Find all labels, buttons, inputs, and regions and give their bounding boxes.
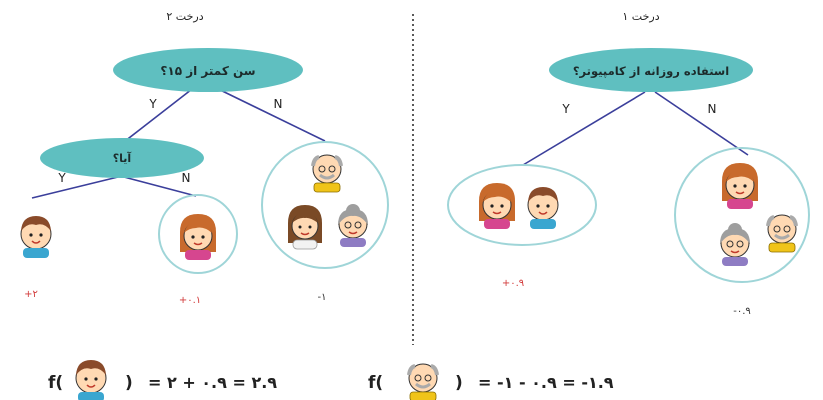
formula-boy-face: [75, 359, 107, 400]
tree1-edge-yes: [522, 91, 646, 166]
tree2-leaf-family-woman: [287, 204, 323, 250]
tree1-leaf-right-grandpa: [766, 213, 798, 254]
boy-icon: [20, 215, 52, 259]
tree1-title: درخت ۱: [622, 10, 659, 23]
formula-boy-prefix: f(: [48, 373, 63, 393]
tree2-root-node: [113, 48, 303, 92]
tree2-edge-sub-yes: [31, 176, 119, 199]
tree2-sub-yes-label: Y: [57, 171, 66, 185]
tree1-leaf-right-ring: [674, 147, 810, 283]
tree1-leaf-left-ring: [447, 164, 597, 246]
tree2-leaf-boy-score: +۲: [24, 289, 38, 300]
girl-icon: [179, 213, 217, 261]
tree2-sub-no-label: N: [182, 171, 191, 185]
formula-grandpa-prefix: f(: [368, 373, 383, 393]
formula-grandpa-expression: = -۱ - ۰.۹ = -۱.۹: [478, 373, 614, 392]
tree2-edge-sub-no: [123, 176, 197, 197]
formula-grandpa-suffix: ): [455, 373, 463, 393]
tree1-leaf-right-score: -۰.۹: [733, 306, 751, 317]
girl-icon: [721, 162, 759, 210]
formula-grandpa-face: [407, 362, 439, 400]
tree2-edge-root-yes: [119, 85, 197, 146]
tree1-edge-no: [654, 91, 749, 156]
tree1-leaf-left-boy: [527, 186, 559, 230]
tree2-sub-node: [40, 138, 204, 178]
tree1-leaf-left-score: +۰.۹: [502, 278, 524, 289]
tree2-edge-root-no: [211, 85, 326, 142]
tree2-leaf-family-grandma: [337, 203, 369, 248]
woman-icon: [287, 204, 323, 250]
tree2-sub-question: آیا؟: [113, 151, 132, 165]
formula-boy: f( ) = ۲ + ۰.۹ = ۲.۹: [48, 359, 277, 400]
tree2-leaf-girl: [179, 213, 217, 261]
tree1-leaf-right-girl: [721, 162, 759, 210]
tree2-leaf-girl-score: +۰.۱: [179, 295, 201, 306]
grandma-icon: [337, 203, 369, 248]
tree2-root-no-label: N: [274, 97, 283, 111]
tree1-leaf-right-grandma: [719, 222, 751, 267]
formula-boy-suffix: ): [125, 373, 133, 393]
girl-icon: [478, 182, 516, 230]
formula-boy-expression: = ۲ + ۰.۹ = ۲.۹: [148, 373, 277, 392]
formula-grandpa: f( ) = -۱ - ۰.۹ = -۱.۹: [368, 362, 614, 400]
grandma-icon: [719, 222, 751, 267]
tree2-root-yes-label: Y: [148, 97, 157, 111]
boy-icon: [75, 359, 107, 400]
grandpa-icon: [311, 153, 343, 194]
tree2-leaf-family-grandpa: [311, 153, 343, 194]
tree2-root-question: سن کمتر از ۱۵؟: [160, 64, 255, 78]
tree2-leaf-family-score: -۱: [318, 292, 327, 303]
tree2-leaf-family-ring: [261, 141, 389, 269]
grandpa-icon: [766, 213, 798, 254]
boy-icon: [527, 186, 559, 230]
tree1-no-label: N: [708, 102, 717, 116]
tree1-root-node: [549, 48, 753, 92]
grandpa-icon: [407, 362, 439, 400]
tree1-leaf-left-girl: [478, 182, 516, 230]
tree2-title: درخت ۲: [166, 10, 203, 23]
tree1-yes-label: Y: [561, 102, 570, 116]
tree1-question: استفاده روزانه از کامپیوتر؟: [573, 64, 729, 79]
tree2-leaf-girl-ring: [158, 194, 238, 274]
tree2-leaf-boy: [20, 215, 52, 259]
